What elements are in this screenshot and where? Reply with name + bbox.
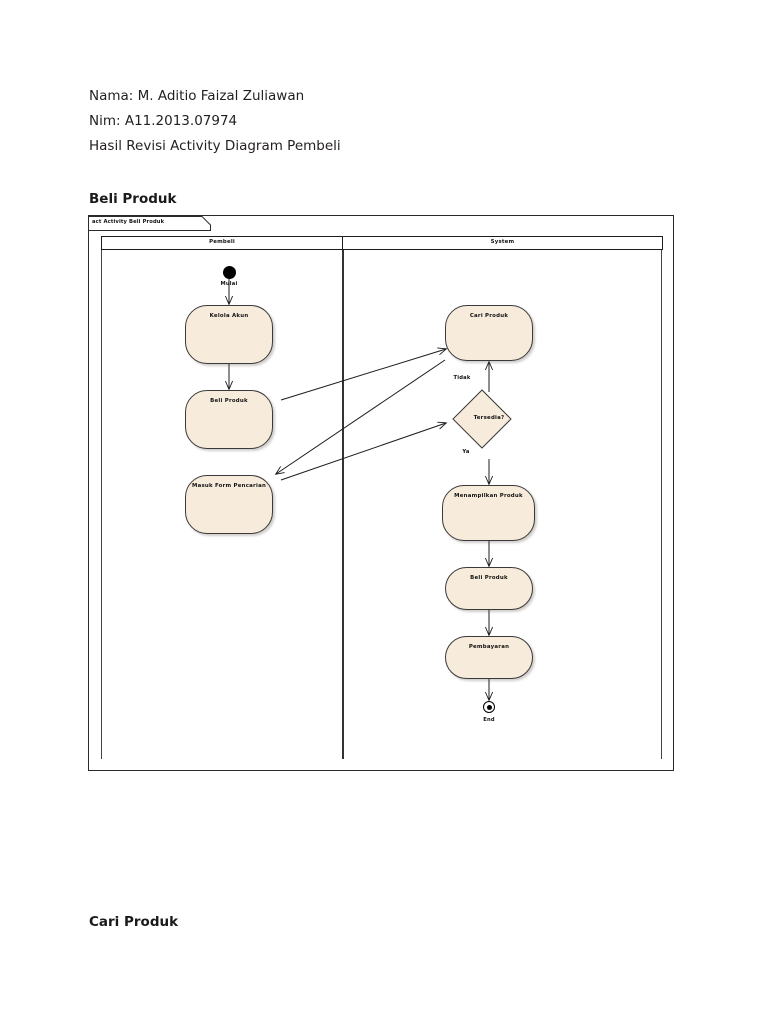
final-node-label: End [483,717,495,723]
document-header: Nama: M. Aditio Faizal Zuliawan Nim: A11… [89,84,649,159]
swimlane-edge-right [661,250,662,759]
action-label-masuk-form-pencarian: Masuk Form Pencarian [191,483,267,489]
guard-label-tidak: Tidak [453,375,471,381]
action-node-kelola-akun[interactable]: Kelola Akun [185,305,273,364]
swimlane-container: Pembeli System [101,236,663,759]
initial-node-label: Mulai [220,281,238,287]
action-label-cari-produk: Cari Produk [469,313,509,319]
final-node [483,701,495,713]
decision-label-tersedia: Tersedia? [473,415,505,421]
swimlane-label-system: System [490,239,515,246]
guard-label-ya: Ya [462,449,470,455]
action-node-pembayaran[interactable]: Pembayaran [445,636,533,679]
action-label-beli-produk-system: Beli Produk [470,575,508,581]
frame-tab: act Activity Beli Produk [89,216,164,230]
action-node-cari-produk[interactable]: Cari Produk [445,305,533,361]
action-label-beli-produk-pembeli: Beli Produk [210,398,248,404]
action-label-menampilkan-produk: Menampilkan Produk [454,493,523,499]
header-line-nim: Nim: A11.2013.07974 [89,113,238,129]
swimlane-label-pembeli: Pembeli [209,239,235,246]
swimlane-header-system: System [343,237,662,249]
action-node-beli-produk-pembeli[interactable]: Beli Produk [185,390,273,449]
page-title-cari-produk: Cari Produk [89,914,179,930]
header-line-subject: Hasil Revisi Activity Diagram Pembeli [89,138,341,154]
action-label-pembayaran: Pembayaran [468,644,510,650]
action-node-beli-produk-system[interactable]: Beli Produk [445,567,533,610]
frame-tab-label: act Activity Beli Produk [92,219,165,226]
header-line-nama: Nama: M. Aditio Faizal Zuliawan [89,88,305,104]
frame-tab-shape [89,216,211,231]
action-node-menampilkan-produk[interactable]: Menampilkan Produk [442,485,535,541]
swimlane-divider [342,250,344,759]
page-title-beli-produk: Beli Produk [89,191,177,207]
initial-node [222,266,236,279]
activity-diagram-frame: act Activity Beli Produk Pembeli System [88,215,674,771]
action-label-kelola-akun: Kelola Akun [209,313,249,319]
swimlane-body [101,250,663,759]
swimlane-edge-left [101,250,102,759]
action-node-masuk-form-pencarian[interactable]: Masuk Form Pencarian [185,475,273,534]
swimlane-headers: Pembeli System [101,236,663,250]
swimlane-header-pembeli: Pembeli [102,237,343,249]
